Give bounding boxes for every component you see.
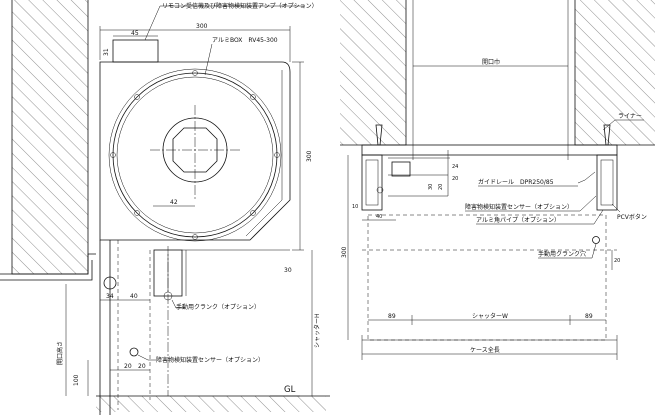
callout-remote-receiver: リモコン受信機及び障害物検知装置アンプ（オプション） (162, 2, 318, 10)
label-gl: GL (284, 385, 296, 395)
wall-hatch-right-right (575, 0, 655, 145)
crank-hole-marker (592, 236, 600, 244)
dim-r-40: 40 (376, 214, 382, 220)
dim-r-24: 24 (452, 164, 458, 170)
coiled-shutter-ring (112, 72, 278, 238)
shaft-octagon (172, 127, 218, 173)
dim-opening-height: 開口高さ (56, 341, 64, 365)
dim-receiver-31: 31 (103, 48, 110, 56)
remote-receiver-box (112, 39, 159, 63)
dim-box-300: 300 (306, 150, 313, 162)
dim-r-89-right: 89 (585, 313, 593, 320)
dim-rail-34: 34 (106, 293, 114, 300)
dim-crank-30: 30 (284, 267, 292, 274)
dim-opening-width: 開口巾 (482, 58, 500, 66)
dim-sensor-100: 100 (73, 374, 80, 386)
dim-r-89-left: 89 (388, 313, 396, 320)
callout-alumi-pipe: アルミ角パイプ（オプション） (476, 216, 560, 224)
top-plate (361, 144, 618, 156)
shutter-outline (367, 214, 607, 341)
dim-top-300: 300 (196, 23, 208, 30)
dim-r-10: 10 (352, 204, 358, 210)
right-section-view: 開口巾 ライナー 24 20 30 20 40 300 (340, 0, 655, 360)
guide-rail-left-section (361, 154, 383, 211)
dim-sensor-20b: 20 (138, 363, 146, 370)
center-fitting (391, 161, 411, 177)
dim-r-20: 20 (452, 176, 458, 182)
wall-hatch-upper (12, 0, 88, 274)
callout-guide-rail: ガイドレール DPR250/85 (478, 178, 554, 186)
callout-pcv-button: PCVボタン (617, 213, 647, 221)
dim-receiver-45: 45 (131, 30, 139, 37)
dim-r-300: 300 (341, 246, 348, 258)
dim-r-20b: 20 (438, 184, 444, 190)
dim-shutter-w: シャッターW (472, 312, 508, 320)
dim-sensor-20a: 20 (124, 363, 132, 370)
dim-case-width: ケース全長 (470, 346, 500, 354)
guide-rail-right-section (596, 154, 618, 211)
callout-crank-hole: 手動用クランク穴 (538, 250, 586, 258)
callout-liner: ライナー (618, 113, 642, 120)
wall-hatch-right-left (340, 0, 406, 145)
callout-hand-crank: 手動用クランク（オプション） (176, 303, 260, 311)
alumi-box-outline (99, 61, 291, 241)
bottom-bar-ring (103, 276, 117, 290)
dim-r-30: 30 (428, 184, 434, 190)
callout-obstacle-sensor-right: 障害物検知装置センサー（オプション） (465, 203, 573, 211)
obstacle-sensor-left (129, 347, 139, 357)
callout-obstacle-sensor-left: 障害物検知装置センサー（オプション） (156, 356, 264, 364)
dim-r-20-right: 20 (614, 258, 620, 264)
dim-rail-40: 40 (130, 293, 138, 300)
slat-joints (110, 70, 280, 240)
ground-hatch (96, 396, 326, 412)
dim-shaft-42: 42 (170, 199, 178, 206)
left-section-view: 300 45 31 リモコン受信機及び障害物検知装置アンプ（オプション） アルミ… (0, 0, 330, 415)
dim-shutter-h: シャッターH (313, 313, 321, 348)
callout-alumi-box: アルミBOX RV45-300 (212, 37, 278, 44)
